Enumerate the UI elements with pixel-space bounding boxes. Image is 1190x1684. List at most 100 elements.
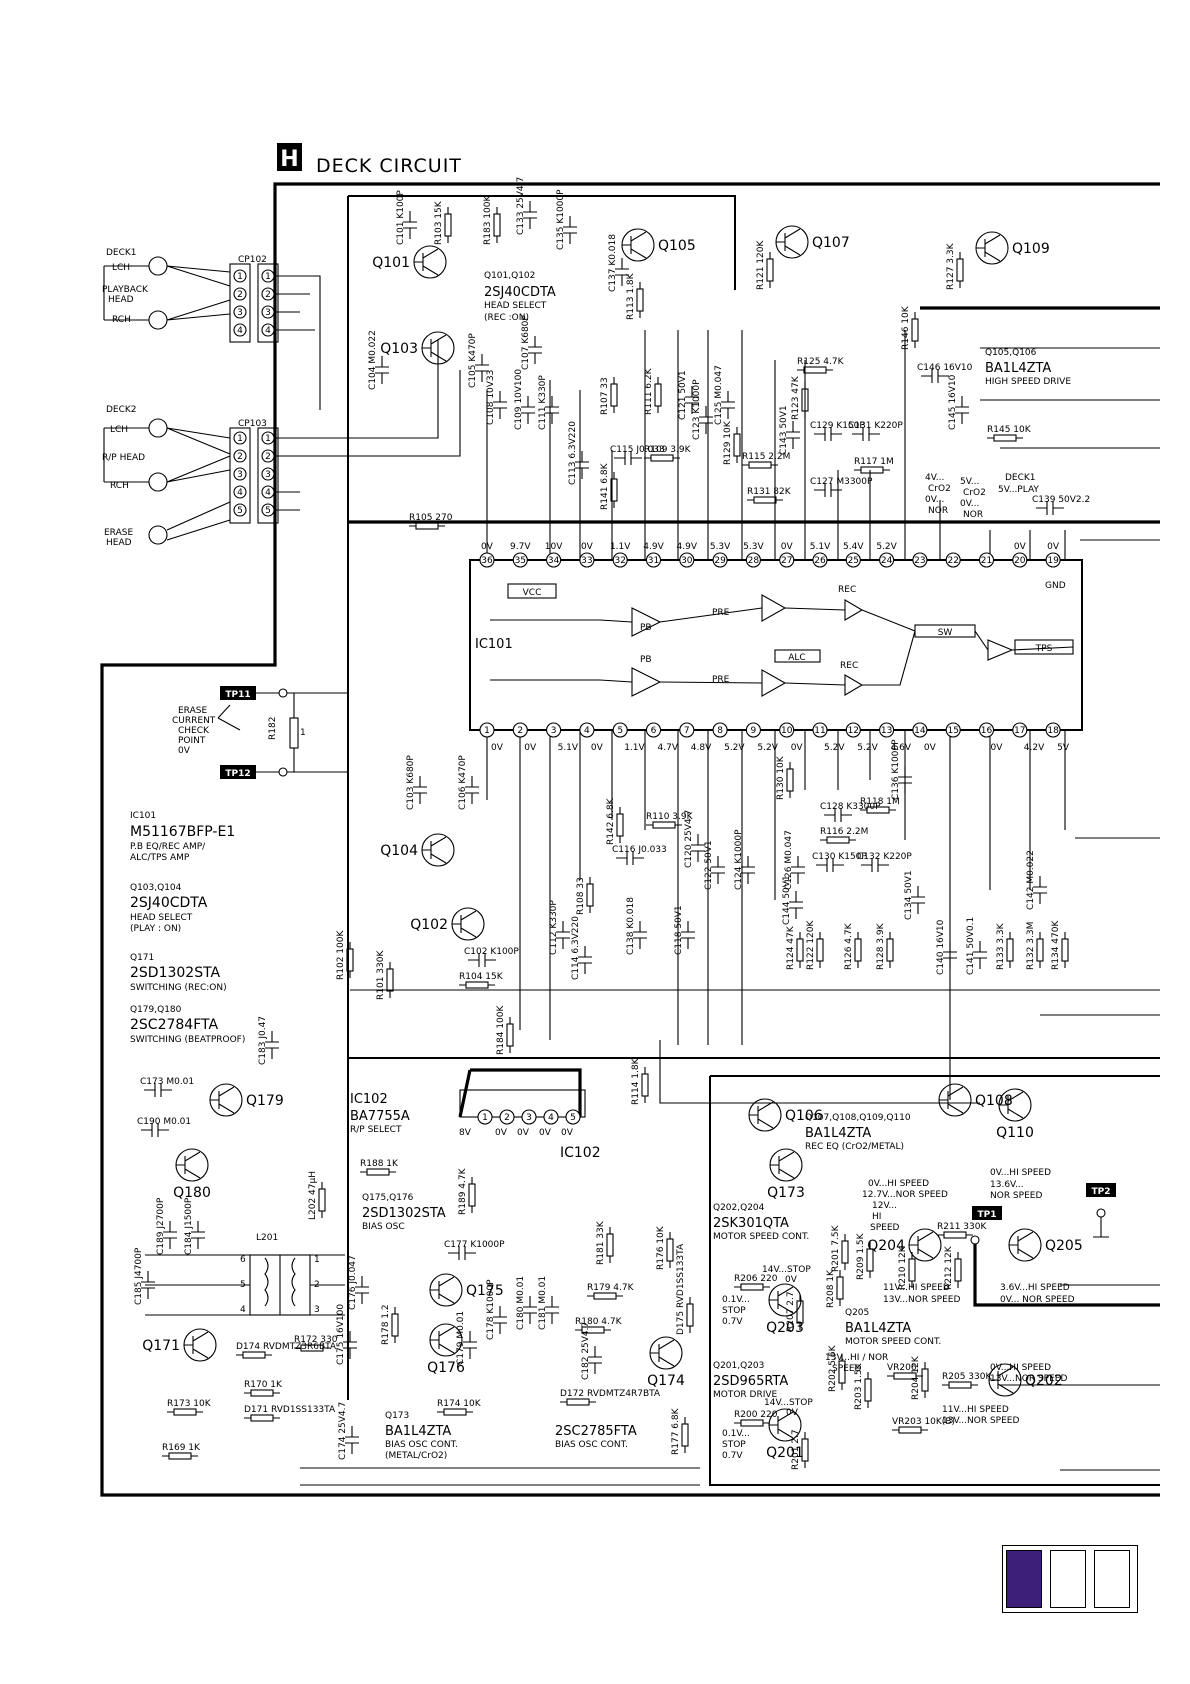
svg-text:2SD1302STA: 2SD1302STA (130, 965, 221, 981)
svg-text:C136 K1000P: C136 K1000P (891, 739, 901, 800)
svg-text:25: 25 (848, 556, 859, 566)
ic101: IC101 VCC GND PRE PRE REC REC ALC SW TPS… (469, 559, 1083, 731)
svg-text:Q108: Q108 (975, 1093, 1013, 1109)
component-r118: R118 1M (860, 797, 900, 814)
svg-text:R205 330K: R205 330K (942, 1372, 992, 1382)
component-r202: R202 5.6K (828, 1344, 846, 1392)
svg-text:CrO2: CrO2 (963, 488, 986, 498)
svg-text:1: 1 (237, 272, 243, 282)
component-r209: R209 1.5K (856, 1232, 874, 1280)
svg-text:0V: 0V (791, 743, 804, 753)
component-c105: C105 K470P (468, 333, 489, 388)
svg-text:R111 6.2K: R111 6.2K (644, 367, 654, 415)
svg-text:C135 K1000P: C135 K1000P (556, 189, 566, 250)
svg-text:Q179: Q179 (246, 1093, 284, 1109)
svg-text:12: 12 (848, 726, 859, 736)
svg-text:Q204: Q204 (867, 1238, 905, 1254)
svg-text:18: 18 (1047, 726, 1059, 736)
svg-text:1: 1 (482, 1113, 488, 1123)
component-c118: C118 50V1 (674, 905, 695, 955)
svg-text:MOTOR SPEED CONT.: MOTOR SPEED CONT. (713, 1232, 809, 1242)
svg-text:0V: 0V (517, 1128, 530, 1138)
svg-text:Q174: Q174 (647, 1373, 685, 1389)
sheet-index-box-3 (1094, 1550, 1130, 1608)
svg-text:5.1V: 5.1V (810, 542, 831, 552)
svg-text:2: 2 (237, 452, 243, 462)
rail-out-8 (973, 1240, 1160, 1307)
svg-text:R142 6.8K: R142 6.8K (606, 797, 616, 845)
svg-text:C111 K330P: C111 K330P (538, 375, 548, 430)
component-vr203: VR203 10K(B) (892, 1417, 955, 1434)
component-r181: R181 33K (596, 1220, 614, 1265)
svg-text:REC EQ (CrO2/METAL): REC EQ (CrO2/METAL) (805, 1142, 904, 1152)
svg-text:11V...HI SPEED: 11V...HI SPEED (942, 1405, 1009, 1415)
component-r203: R203 1.5K (854, 1362, 872, 1410)
svg-text:2SD965RTA: 2SD965RTA (713, 1374, 788, 1389)
component-c144: C144 50V1 (782, 875, 803, 925)
svg-text:DECK2: DECK2 (106, 405, 137, 415)
component-r127: R127 3.3K (946, 242, 964, 290)
svg-text:R108 33: R108 33 (576, 877, 586, 915)
svg-text:0V: 0V (539, 1128, 552, 1138)
component-c125: C125 M0.047 (714, 365, 735, 425)
svg-text:R125 4.7K: R125 4.7K (797, 357, 845, 367)
svg-text:GND: GND (1045, 581, 1066, 591)
svg-text:19: 19 (1047, 556, 1059, 566)
svg-text:8V: 8V (459, 1128, 472, 1138)
svg-text:R118 1M: R118 1M (860, 797, 900, 807)
component-r207: R207 2.7 (786, 1291, 804, 1332)
r182-erase-resistor: R182 1 (268, 693, 306, 772)
svg-text:3.6V...HI SPEED: 3.6V...HI SPEED (1000, 1283, 1070, 1293)
component-r141: R141 6.8K (600, 462, 618, 510)
svg-text:BIAS OSC: BIAS OSC (362, 1222, 405, 1232)
ic101-pin-28: 285.3V (743, 542, 764, 568)
svg-text:Q175,Q176: Q175,Q176 (362, 1193, 414, 1203)
svg-text:1.1V: 1.1V (610, 542, 631, 552)
svg-text:0.7V: 0.7V (722, 1451, 743, 1461)
ic101-traces (350, 330, 1160, 1104)
component-r183: R183 100K (483, 195, 501, 245)
svg-text:R122 120K: R122 120K (806, 920, 816, 970)
svg-text:3: 3 (551, 726, 557, 736)
svg-text:5V...: 5V... (960, 477, 979, 487)
component-c111: C111 K330P (538, 375, 559, 430)
component-r126: R126 4.7K (844, 922, 862, 970)
component-d175: D175 RVD1SS133TA (676, 1243, 694, 1335)
svg-text:0V...: 0V... (960, 499, 979, 509)
svg-text:R102 100K: R102 100K (336, 930, 346, 980)
svg-text:R126 4.7K: R126 4.7K (844, 922, 854, 970)
svg-text:C146 16V10: C146 16V10 (917, 363, 973, 373)
component-r133: R133 3.3K (996, 922, 1014, 970)
svg-text:D172 RVDMTZ4R7BTA: D172 RVDMTZ4R7BTA (560, 1389, 661, 1399)
svg-text:C101 K100P: C101 K100P (396, 190, 406, 245)
svg-text:15: 15 (947, 726, 958, 736)
svg-text:BIAS OSC CONT.: BIAS OSC CONT. (555, 1440, 628, 1450)
component-r201: R201 7.5K (831, 1224, 849, 1272)
ic101-pin-31: 314.9V (643, 542, 665, 568)
component-r206: R206 220 (734, 1274, 778, 1291)
transistor-q106: Q106 (748, 1098, 823, 1132)
svg-text:26: 26 (814, 556, 826, 566)
ic101-pin-21: 21 (978, 552, 995, 568)
svg-text:0V: 0V (178, 746, 191, 756)
svg-text:Q175: Q175 (466, 1283, 504, 1299)
svg-text:Q105: Q105 (658, 238, 696, 254)
svg-text:ERASE: ERASE (104, 528, 133, 538)
component-r104: R104 15K (459, 972, 504, 989)
svg-text:C118 50V1: C118 50V1 (674, 905, 684, 955)
svg-text:0V: 0V (524, 743, 537, 753)
svg-text:2: 2 (265, 452, 271, 462)
svg-text:0V: 0V (1047, 542, 1060, 552)
svg-text:4.8V: 4.8V (691, 743, 712, 753)
svg-text:C106 K470P: C106 K470P (458, 755, 468, 810)
component-r124: R124 47K (786, 925, 804, 970)
svg-text:TP1: TP1 (978, 1210, 997, 1220)
component-r109: R109 3.9K (644, 445, 692, 462)
svg-text:R113 1.8K: R113 1.8K (626, 272, 636, 320)
svg-text:0V...: 0V... (925, 495, 944, 505)
ic101-pin-8: 85.2V (712, 722, 745, 753)
